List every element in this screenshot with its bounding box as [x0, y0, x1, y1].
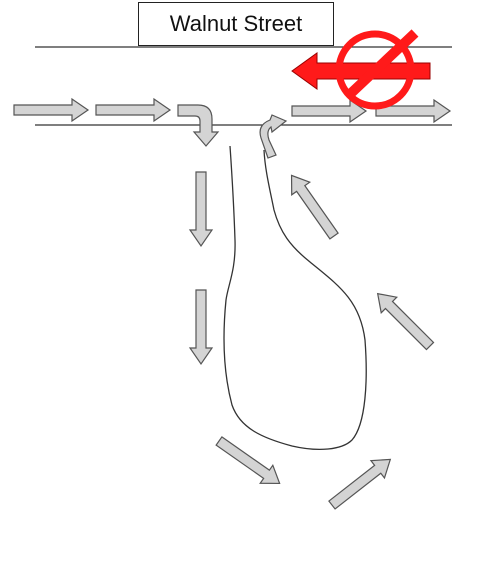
parking-lot-outline [223, 145, 367, 450]
turn-in-arrow-icon [177, 104, 220, 147]
prohibition-icon [335, 29, 419, 110]
driveway-arrow-down-1-icon [189, 171, 213, 247]
turn-out-arrow-icon [259, 114, 288, 159]
driveway-arrow-down-2-icon [189, 289, 213, 365]
street-name-label: Walnut Street [138, 2, 334, 46]
loop-arrow-northwest-2-icon [281, 168, 344, 243]
no-left-turn-sign [291, 29, 431, 110]
street-arrow-east-2-icon [95, 98, 171, 122]
street-arrow-east-1-icon [13, 98, 89, 122]
loop-arrow-northwest-1-icon [369, 285, 439, 355]
loop-arrow-northeast-icon [324, 450, 398, 515]
